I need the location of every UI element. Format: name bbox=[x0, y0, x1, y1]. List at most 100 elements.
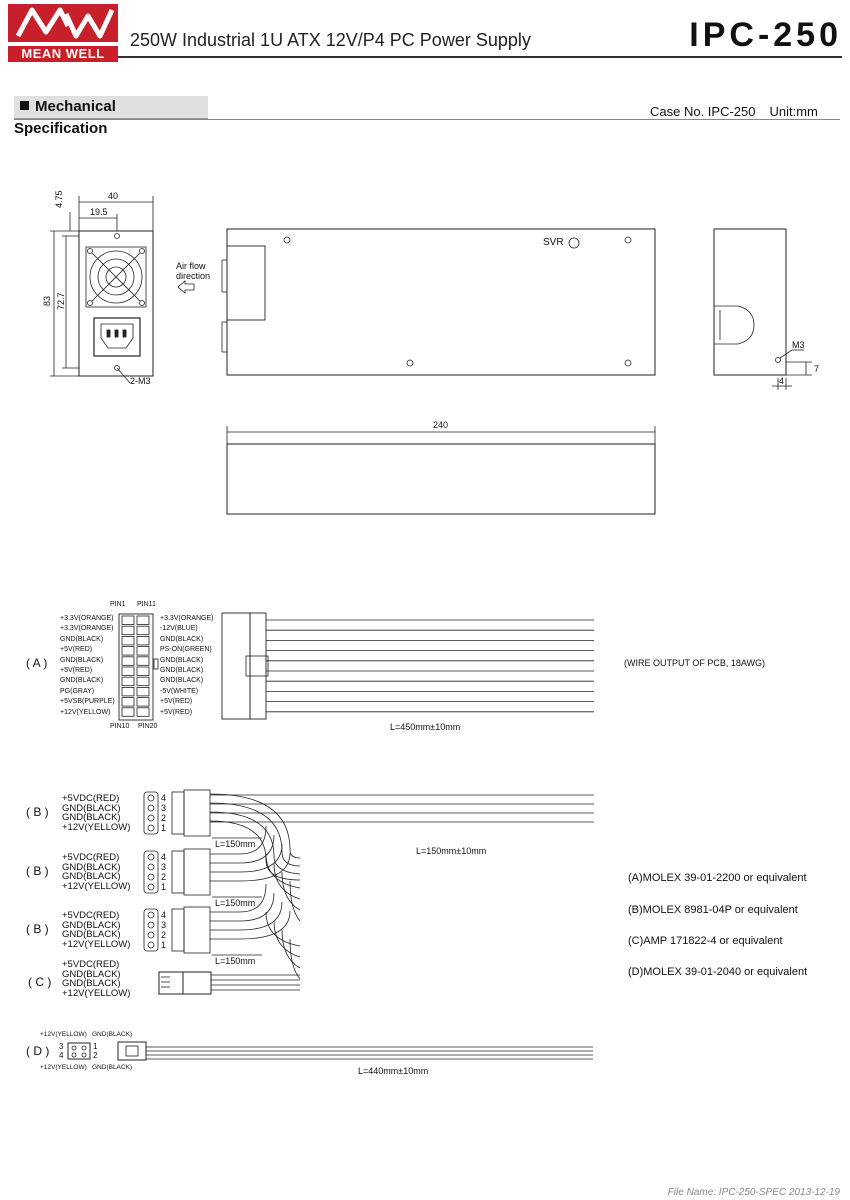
section-heading: Mechanical Specification bbox=[14, 96, 208, 137]
pin-cell bbox=[121, 666, 135, 676]
pin-label-right: +3.3V(ORANGE) bbox=[160, 615, 214, 622]
connector-a-left-pin-list: +3.3V(ORANGE)+3.3V(ORANGE)GND(BLACK)+5V(… bbox=[60, 614, 118, 718]
pin20-label: PIN20 bbox=[138, 723, 158, 730]
pin-number: 2 bbox=[161, 930, 167, 940]
connector-b-body bbox=[143, 789, 594, 839]
dim-19-5-label: 19.5 bbox=[90, 207, 108, 217]
pin-number: 3 bbox=[161, 920, 167, 930]
pin-cell bbox=[121, 636, 135, 646]
dim-width-label: 40 bbox=[108, 191, 119, 201]
wire-label: GND(BLACK) bbox=[62, 919, 121, 931]
pin-label-right: -5V(WHITE) bbox=[160, 687, 199, 695]
connector-a-drawing bbox=[118, 612, 594, 721]
segment-length-label: L=150mm bbox=[215, 956, 256, 966]
wire-label: GND(BLACK) bbox=[62, 968, 121, 980]
connector-b-wire-list: +5VDC(RED)GND(BLACK)GND(BLACK)+12V(YELLO… bbox=[62, 911, 130, 949]
mw-emblem bbox=[8, 4, 118, 42]
d-pin-3: 3 bbox=[59, 1042, 64, 1051]
pin-cell bbox=[136, 656, 150, 666]
section-rule bbox=[14, 119, 840, 120]
connector-b-label: ( B ) bbox=[26, 922, 49, 936]
airflow-line-2: direction bbox=[176, 271, 211, 281]
wire-label: GND(BLACK) bbox=[62, 861, 121, 873]
top-view bbox=[177, 228, 656, 376]
pin-cell bbox=[121, 697, 135, 707]
pin-cell bbox=[136, 615, 150, 625]
pin11-label: PIN11 bbox=[137, 601, 156, 608]
pin-label-right: GND(BLACK) bbox=[160, 656, 204, 664]
pin-cell bbox=[136, 646, 150, 656]
dim-72-7-label: 72.7 bbox=[56, 292, 66, 310]
pin-label-right: GND(BLACK) bbox=[160, 677, 204, 685]
meanwell-logo: MEAN WELL bbox=[8, 4, 118, 62]
pin-number: 1 bbox=[161, 823, 167, 833]
pin-number: 1 bbox=[161, 882, 167, 892]
connector-d-length: L=440mm±10mm bbox=[358, 1066, 429, 1076]
pin-label-right: +5V(RED) bbox=[160, 698, 193, 706]
pin-cell bbox=[136, 697, 150, 707]
wire-label: GND(BLACK) bbox=[62, 929, 121, 940]
connector-b-wire-list: +5VDC(RED)GND(BLACK)GND(BLACK)+12V(YELLO… bbox=[62, 853, 130, 891]
svr-label: SVR bbox=[543, 237, 564, 248]
dim-7-label: 7 bbox=[814, 364, 820, 374]
wire-label: +5VDC(RED) bbox=[62, 793, 120, 804]
pin-cell bbox=[136, 625, 150, 636]
airflow-line-1: Air flow bbox=[176, 261, 206, 271]
connector-c-wire-list: +5VDC(RED) GND(BLACK) GND(BLACK) +12V(YE… bbox=[62, 960, 130, 998]
pin-number: 2 bbox=[161, 872, 167, 882]
d-bottom-right-label: GND(BLACK) bbox=[92, 1064, 133, 1071]
d-pin-4: 4 bbox=[59, 1051, 64, 1060]
connector-c-drawing bbox=[158, 971, 300, 995]
note-a: (A)MOLEX 39-01-2200 or equivalent bbox=[628, 872, 807, 884]
wire-label: +12V(YELLOW) bbox=[62, 987, 131, 999]
wire-label: +12V(YELLOW) bbox=[62, 821, 131, 833]
file-name-footer: File Name: IPC-250-SPEC 2013-12-19 bbox=[667, 1187, 840, 1198]
note-b: (B)MOLEX 8981-04P or equivalent bbox=[628, 904, 798, 916]
pin-label-right: -12V(BLUE) bbox=[160, 625, 198, 633]
pin-cell bbox=[121, 625, 135, 636]
pin-label-left: +12V(YELLOW) bbox=[60, 708, 111, 716]
connector-b-wire-list: +5VDC(RED)GND(BLACK)GND(BLACK)+12V(YELLO… bbox=[62, 794, 130, 832]
wire-label: GND(BLACK) bbox=[62, 802, 121, 814]
pin10-label: PIN10 bbox=[110, 723, 130, 730]
pin-label-right: GND(BLACK) bbox=[160, 667, 204, 675]
screw-label: 2-M3 bbox=[130, 376, 151, 386]
pin1-label: PIN1 bbox=[110, 601, 126, 608]
pin-label-left: +3.3V(ORANGE) bbox=[60, 615, 114, 622]
wire-label: GND(BLACK) bbox=[62, 812, 121, 823]
connector-b-drawings bbox=[143, 789, 594, 980]
pin-cell bbox=[121, 656, 135, 666]
dim-4-75-label: 4.75 bbox=[54, 190, 64, 208]
pin-label-left: GND(BLACK) bbox=[60, 635, 104, 643]
wire-label: +5VDC(RED) bbox=[62, 910, 120, 921]
brand-name: MEAN WELL bbox=[8, 46, 118, 62]
pin-number: 4 bbox=[161, 852, 167, 862]
pin-cell bbox=[121, 687, 135, 697]
length-view bbox=[226, 426, 656, 515]
pin-label-left: +5VSB(PURPLE) bbox=[60, 698, 115, 706]
front-view bbox=[50, 196, 154, 384]
wire-output-note: (WIRE OUTPUT OF PCB, 18AWG) bbox=[624, 658, 766, 668]
d-pin-2: 2 bbox=[93, 1051, 98, 1060]
side-view bbox=[713, 228, 812, 390]
note-c: (C)AMP 171822-4 or equivalent bbox=[628, 935, 783, 947]
pin-cell bbox=[121, 615, 135, 625]
pin-cell bbox=[136, 707, 150, 717]
section-title: Mechanical Specification bbox=[14, 98, 116, 137]
segment-length-label: L=150mm bbox=[215, 898, 256, 908]
square-bullet-icon bbox=[20, 101, 29, 110]
wire-label: GND(BLACK) bbox=[62, 978, 121, 989]
dim-4-label: 4 bbox=[779, 376, 785, 386]
model-number: IPC-250 bbox=[689, 16, 842, 54]
wire-label: +5VDC(RED) bbox=[62, 852, 120, 863]
pin-label-left: GND(BLACK) bbox=[60, 677, 104, 685]
pin-cell bbox=[121, 646, 135, 656]
d-pin-1: 1 bbox=[93, 1042, 98, 1051]
connector-a-label: ( A ) bbox=[26, 656, 48, 670]
case-number: Case No. IPC-250 bbox=[650, 104, 756, 119]
d-bottom-left-label: +12V(YELLOW) bbox=[40, 1064, 87, 1071]
